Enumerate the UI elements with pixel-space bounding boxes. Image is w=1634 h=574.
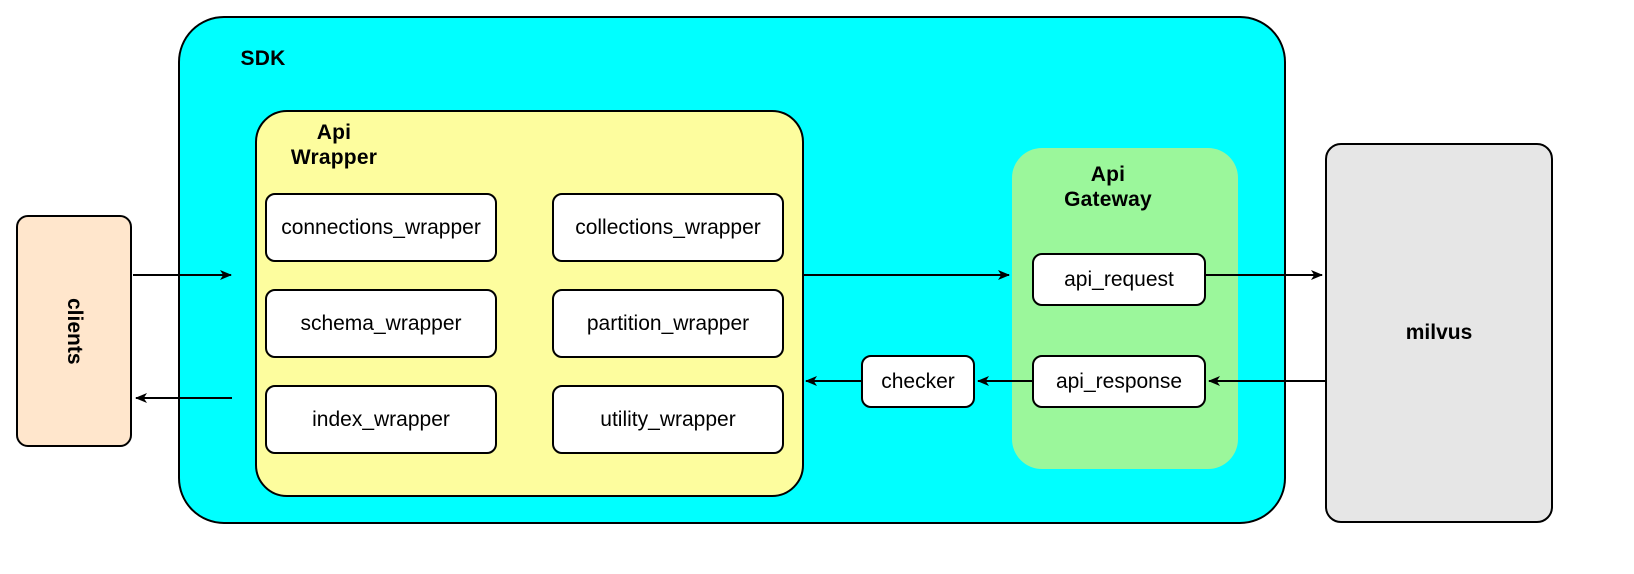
node-utility-wrapper-label: utility_wrapper [600, 408, 736, 431]
node-schema-wrapper-label: schema_wrapper [300, 312, 462, 335]
node-index-wrapper-label: index_wrapper [312, 408, 450, 431]
container-api-gateway[interactable]: Api Gateway [1012, 148, 1238, 469]
node-checker[interactable]: checker [861, 355, 975, 408]
node-clients-label: clients [63, 297, 86, 365]
node-api-response-label: api_response [1055, 370, 1183, 393]
node-api-response[interactable]: api_response [1032, 355, 1206, 408]
node-api-request[interactable]: api_request [1032, 253, 1206, 306]
node-collections-wrapper-label: collections_wrapper [575, 216, 761, 239]
node-milvus-label: milvus [1405, 321, 1473, 344]
node-index-wrapper[interactable]: index_wrapper [265, 385, 497, 454]
node-schema-wrapper[interactable]: schema_wrapper [265, 289, 497, 358]
container-sdk-label: SDK [240, 47, 286, 70]
container-api-wrapper-label: Api Wrapper [290, 121, 378, 169]
node-utility-wrapper[interactable]: utility_wrapper [552, 385, 784, 454]
node-connections-wrapper-label: connections_wrapper [281, 216, 481, 239]
node-api-request-label: api_request [1064, 268, 1174, 291]
node-connections-wrapper[interactable]: connections_wrapper [265, 193, 497, 262]
node-partition-wrapper[interactable]: partition_wrapper [552, 289, 784, 358]
node-partition-wrapper-label: partition_wrapper [586, 312, 750, 335]
node-milvus[interactable]: milvus [1325, 143, 1553, 523]
node-checker-label: checker [881, 370, 955, 393]
node-collections-wrapper[interactable]: collections_wrapper [552, 193, 784, 262]
node-clients[interactable]: clients [16, 215, 132, 447]
container-api-gateway-label: Api Gateway [1064, 163, 1152, 211]
